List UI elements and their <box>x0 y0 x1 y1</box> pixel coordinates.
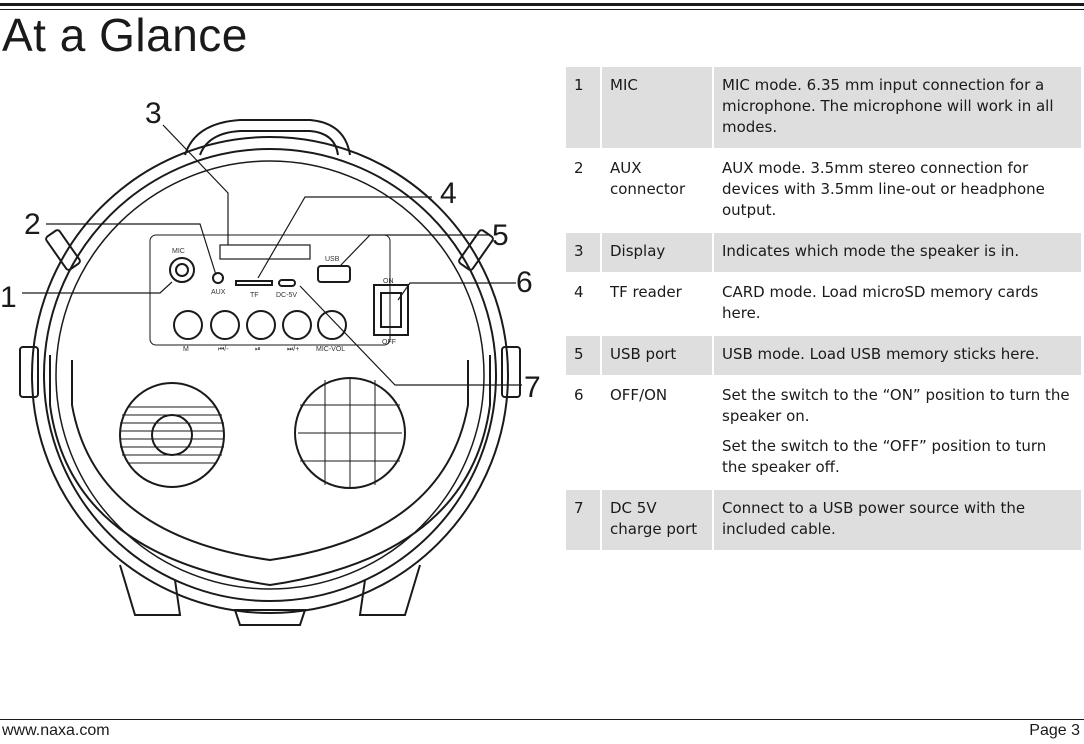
row-number: 3 <box>566 231 601 273</box>
description-paragraph: Set the switch to the “OFF” position to … <box>722 437 1047 476</box>
callout-2: 2 <box>24 208 41 241</box>
description-paragraph: Set the switch to the “ON” position to t… <box>722 386 1070 425</box>
callout-6: 6 <box>516 266 533 299</box>
description-paragraph: Connect to a USB power source with the i… <box>722 499 1026 538</box>
row-component-name: USB port <box>600 334 713 376</box>
on-label: ON <box>383 278 394 285</box>
row-component-name: OFF/ON <box>600 375 713 489</box>
prev-button-label: ⏮/- <box>218 346 229 353</box>
row-description: Set the switch to the “ON” position to t… <box>712 375 1081 489</box>
footer-page-number: Page 3 <box>1029 722 1080 739</box>
description-paragraph: MIC mode. 6.35 mm input connection for a… <box>722 76 1054 136</box>
footer-website: www.naxa.com <box>2 722 110 739</box>
top-rule <box>0 3 1084 6</box>
aux-label: AUX <box>211 289 226 296</box>
callout-5: 5 <box>492 219 509 252</box>
mic-vol-label: MIC-VOL <box>316 346 345 353</box>
row-description: MIC mode. 6.35 mm input connection for a… <box>712 67 1081 149</box>
callout-7: 7 <box>524 371 541 404</box>
row-number: 6 <box>566 375 601 489</box>
row-description: Connect to a USB power source with the i… <box>712 488 1081 550</box>
callout-1: 1 <box>0 281 17 314</box>
off-label: OFF <box>382 339 396 346</box>
row-number: 4 <box>566 272 601 335</box>
row-description: AUX mode. 3.5mm stereo connection for de… <box>712 148 1081 232</box>
row-number: 7 <box>566 488 601 550</box>
top-rule-thin <box>0 9 1084 10</box>
page-title: At a Glance <box>2 9 248 61</box>
mic-label: MIC <box>172 248 185 255</box>
row-number: 2 <box>566 148 601 232</box>
description-paragraph: USB mode. Load USB memory sticks here. <box>722 345 1040 363</box>
row-number: 1 <box>566 67 601 149</box>
row-component-name: AUX connector <box>600 148 713 232</box>
row-description: Indicates which mode the speaker is in. <box>712 231 1081 273</box>
row-number: 5 <box>566 334 601 376</box>
description-paragraph: Indicates which mode the speaker is in. <box>722 242 1020 260</box>
description-paragraph: AUX mode. 3.5mm stereo connection for de… <box>722 159 1045 219</box>
row-component-name: MIC <box>600 67 713 149</box>
next-button-label: ⏭/+ <box>287 346 299 353</box>
row-component-name: TF reader <box>600 272 713 335</box>
footer-rule <box>0 719 1084 720</box>
mode-button-label: M <box>183 346 189 353</box>
row-component-name: DC 5V charge port <box>600 488 713 550</box>
row-description: CARD mode. Load microSD memory cards her… <box>712 272 1081 335</box>
speaker-diagram: MIC AUX TF DC-5V USB ON OFF M ⏮/- ⏯ ⏭/+ … <box>0 97 541 626</box>
usb-label: USB <box>325 256 340 263</box>
callout-4: 4 <box>440 177 457 210</box>
play-button-label: ⏯ <box>255 346 261 353</box>
callout-3: 3 <box>145 97 162 130</box>
description-paragraph: CARD mode. Load microSD memory cards her… <box>722 283 1039 322</box>
row-description: USB mode. Load USB memory sticks here. <box>712 334 1081 376</box>
row-component-name: Display <box>600 231 713 273</box>
dc-label: DC-5V <box>276 292 297 299</box>
tf-label: TF <box>250 292 259 299</box>
